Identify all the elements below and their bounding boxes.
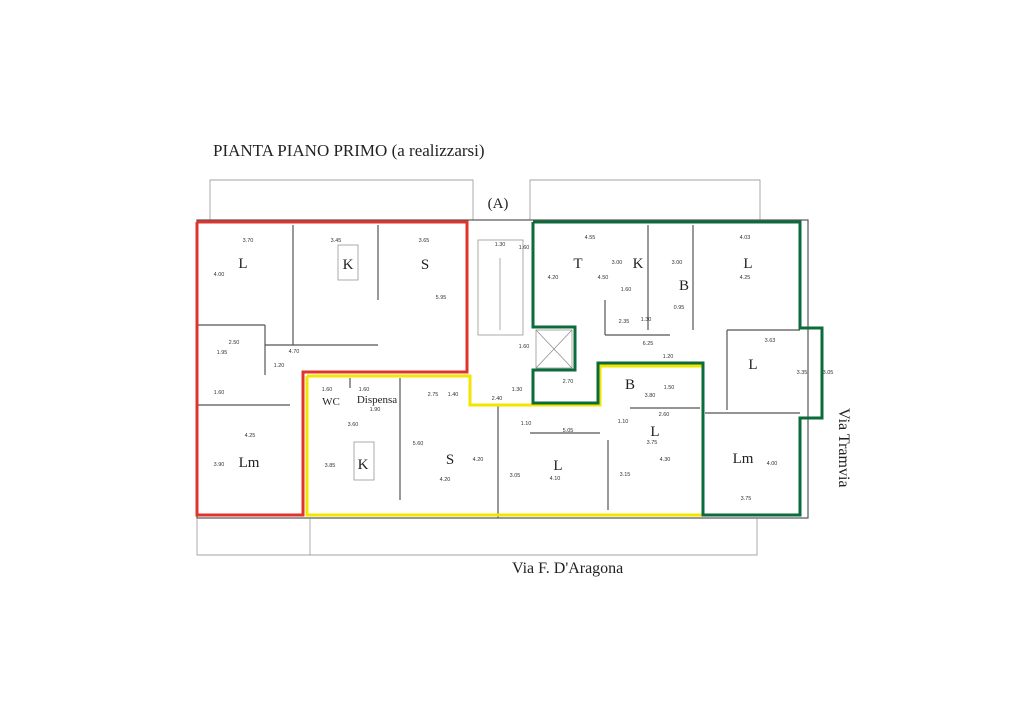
dimension-label: 1.30 bbox=[512, 387, 523, 393]
street-bottom: Via F. D'Aragona bbox=[512, 560, 623, 577]
dimension-label: 3.35 bbox=[797, 370, 808, 376]
room-labels: L K S Lm K S L L WC Dispensa T K B L L B… bbox=[238, 256, 757, 474]
dimension-label: 4.25 bbox=[740, 275, 751, 281]
dimension-label: 4.25 bbox=[245, 433, 256, 439]
dimension-label: 1.60 bbox=[519, 245, 530, 251]
dimension-label: 1.20 bbox=[663, 354, 674, 360]
dimension-label: 4.55 bbox=[585, 235, 596, 241]
red-unit-outline bbox=[195, 220, 469, 517]
room-red-lm: Lm bbox=[239, 455, 260, 471]
dimension-label: 0.95 bbox=[674, 305, 685, 311]
room-yellow-wc: WC bbox=[322, 396, 340, 408]
dimension-label: 3.90 bbox=[214, 462, 225, 468]
dimension-label: 1.60 bbox=[519, 344, 530, 350]
plan-title: PIANTA PIANO PRIMO (a realizzarsi) bbox=[213, 141, 485, 160]
room-green-bath-2: B bbox=[625, 377, 635, 393]
dimension-label: 3.75 bbox=[741, 496, 752, 502]
dimension-label: 1.20 bbox=[274, 363, 285, 369]
dimension-label: 3.65 bbox=[419, 238, 430, 244]
dimension-label: 2.60 bbox=[659, 412, 670, 418]
dimension-label: 5.60 bbox=[413, 441, 424, 447]
dimension-label: 4.20 bbox=[548, 275, 559, 281]
room-red-salon: S bbox=[421, 257, 429, 273]
room-green-living: L bbox=[743, 256, 752, 272]
dimension-label: 4.50 bbox=[598, 275, 609, 281]
room-green-bath: B bbox=[679, 278, 689, 294]
dimension-label: 1.90 bbox=[370, 407, 381, 413]
room-yellow-salon: S bbox=[446, 452, 454, 468]
dimension-label: 2.70 bbox=[563, 379, 574, 385]
dimension-label: 3.80 bbox=[645, 393, 656, 399]
street-right: Via Tramvia bbox=[835, 408, 852, 487]
dimension-label: 4.10 bbox=[550, 476, 561, 482]
dimension-label: 2.50 bbox=[229, 340, 240, 346]
room-red-kitchen: K bbox=[343, 257, 354, 273]
dimension-label: 4.00 bbox=[767, 461, 778, 467]
room-red-living: L bbox=[238, 256, 247, 272]
dimension-label: 1.60 bbox=[359, 387, 370, 393]
dimension-label: 2.40 bbox=[492, 396, 503, 402]
dimension-label: 1.60 bbox=[322, 387, 333, 393]
dimension-label: 3.00 bbox=[672, 260, 683, 266]
dimension-labels: 3.70 3.45 3.65 4.00 5.95 2.501.95 4.70 1.20 1.30… bbox=[214, 235, 834, 502]
dimension-label: 5.05 bbox=[563, 428, 574, 434]
dimension-label: 4.70 bbox=[289, 349, 300, 355]
dimension-label: 1.10 bbox=[521, 421, 532, 427]
dimension-label: 3.63 bbox=[765, 338, 776, 344]
dimension-label: 3.05 bbox=[823, 370, 834, 376]
dimension-label: 1.30 bbox=[495, 242, 506, 248]
dimension-label: 4.00 bbox=[214, 272, 225, 278]
dimension-label: 4.30 bbox=[660, 457, 671, 463]
dimension-label: 2.35 bbox=[619, 319, 630, 325]
dimension-label: 2.75 bbox=[428, 392, 439, 398]
room-yellow-living-2: L bbox=[650, 424, 659, 440]
dimension-label: 1.60 bbox=[621, 287, 632, 293]
dimension-label: 3.15 bbox=[620, 472, 631, 478]
dimension-label: 5.95 bbox=[436, 295, 447, 301]
green-unit-outline bbox=[531, 220, 824, 517]
dimension-label: 4.20 bbox=[473, 457, 484, 463]
room-yellow-dispensa: Dispensa bbox=[357, 394, 397, 406]
stair-label: (A) bbox=[488, 196, 509, 212]
dimension-label: 3.70 bbox=[243, 238, 254, 244]
yellow-unit-outline bbox=[305, 364, 705, 517]
dimension-label: 3.45 bbox=[331, 238, 342, 244]
dimension-label: 1.40 bbox=[448, 392, 459, 398]
room-green-t: T bbox=[573, 256, 582, 272]
dimension-label: 1.30 bbox=[641, 317, 652, 323]
dimension-label: 3.85 bbox=[325, 463, 336, 469]
dimension-label: 3.60 bbox=[348, 422, 359, 428]
room-green-lm: Lm bbox=[733, 451, 754, 467]
dimension-label: 1.10 bbox=[618, 419, 629, 425]
building-outline bbox=[196, 179, 809, 556]
room-green-kitchen: K bbox=[633, 256, 644, 272]
dimension-label: 1.60 bbox=[214, 390, 225, 396]
dimension-label: 1.50 bbox=[664, 385, 675, 391]
dimension-label: 3.05 bbox=[510, 473, 521, 479]
room-green-living-2: L bbox=[748, 357, 757, 373]
dimension-label: 3.75 bbox=[647, 440, 658, 446]
dimension-label: 6.25 bbox=[643, 341, 654, 347]
dimension-label: 3.00 bbox=[612, 260, 623, 266]
dimension-label: 1.95 bbox=[217, 350, 228, 356]
room-yellow-living: L bbox=[553, 458, 562, 474]
room-yellow-kitchen: K bbox=[358, 457, 369, 473]
dimension-label: 4.03 bbox=[740, 235, 751, 241]
dimension-label: 4.20 bbox=[440, 477, 451, 483]
